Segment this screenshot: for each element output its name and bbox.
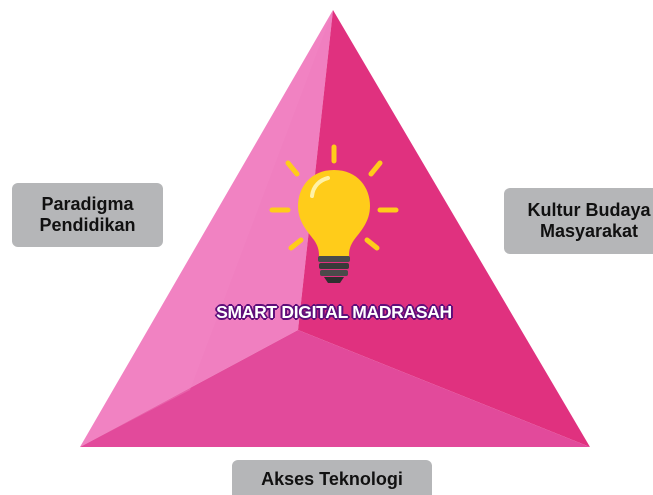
label-left-line1: Paradigma xyxy=(41,194,134,214)
pyramid-face-bottom xyxy=(80,330,590,447)
pyramid-face-right xyxy=(298,10,590,447)
label-akses-teknologi: Akses Teknologi xyxy=(232,460,432,495)
center-title: SMART DIGITAL MADRASAH xyxy=(216,302,452,322)
bulb-glass xyxy=(298,170,370,256)
pyramid-face-left-highlight xyxy=(80,10,333,447)
bulb-base-3 xyxy=(320,270,348,276)
label-right-line2: Masyarakat xyxy=(539,221,639,241)
pyramid-face-left xyxy=(80,10,333,447)
light-rays xyxy=(269,144,399,251)
label-right-line1: Kultur Budaya xyxy=(527,200,651,220)
bulb-base-2 xyxy=(319,263,349,269)
lightbulb-icon xyxy=(269,144,399,283)
label-left-line2: Pendidikan xyxy=(39,215,136,235)
label-bottom: Akses Teknologi xyxy=(261,469,403,489)
label-kultur-budaya-masyarakat: Kultur Budaya Masyarakat xyxy=(504,188,653,254)
bulb-tip xyxy=(324,277,344,283)
label-paradigma-pendidikan: Paradigma Pendidikan xyxy=(12,183,163,247)
bulb-base-1 xyxy=(318,256,350,262)
bulb-highlight xyxy=(310,176,330,198)
